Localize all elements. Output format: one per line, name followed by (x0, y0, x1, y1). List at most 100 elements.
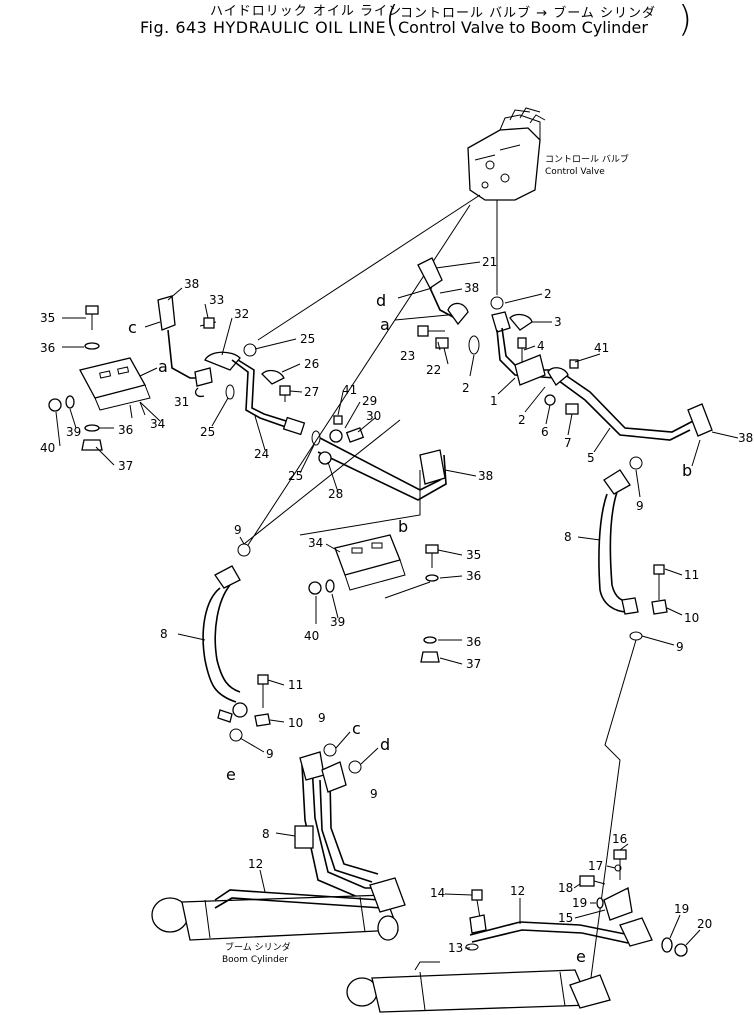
part-label-19b: 19 (674, 902, 689, 916)
bracket-left: ( (385, 0, 400, 40)
part-label-17: 17 (588, 859, 603, 873)
control-valve-caption-en: Control Valve (545, 167, 605, 177)
part-label-35b: 35 (466, 548, 481, 562)
part-label-16: 16 (612, 832, 627, 846)
part-label-7: 7 (564, 436, 572, 450)
leader-line (257, 194, 481, 341)
part-label-9e: 9 (318, 711, 326, 725)
ref-letter-e2: e (576, 947, 586, 966)
part-label-2b: 2 (462, 381, 470, 395)
part-label-9: 9 (636, 499, 644, 513)
part-label-11: 11 (684, 568, 699, 582)
part-label-12b: 12 (510, 884, 525, 898)
part-label-38d: 38 (738, 431, 753, 445)
part-label-34b: 34 (308, 536, 323, 550)
part-label-36c: 36 (466, 569, 481, 583)
part-label-37b: 37 (466, 657, 481, 671)
part-label-23: 23 (400, 349, 415, 363)
part-label-6: 6 (541, 425, 549, 439)
part-label-10b: 10 (288, 716, 303, 730)
part-label-22: 22 (426, 363, 441, 377)
ref-letter-b2: b (398, 517, 408, 536)
part-label-8b: 8 (160, 627, 168, 641)
title-jp: ハイドロリック オイル ライン (210, 4, 403, 19)
part-label-38: 38 (184, 277, 199, 291)
part-label-33: 33 (209, 293, 224, 307)
subtitle-en: Control Valve to Boom Cylinder (398, 18, 648, 37)
center-bracket-assembly (299, 470, 440, 663)
part-label-19: 19 (572, 896, 587, 910)
ref-letter-a2: a (380, 315, 390, 334)
part-label-36b: 36 (118, 423, 133, 437)
part-label-40: 40 (40, 441, 55, 455)
part-label-13: 13 (448, 941, 463, 955)
boom-cylinder-caption-en: Boom Cylinder (222, 955, 288, 965)
part-label-20: 20 (697, 917, 712, 931)
control-valve-caption-jp: コントロール バルブ (545, 153, 629, 165)
left-hose-assembly (202, 204, 471, 742)
part-label-25b: 25 (200, 425, 215, 439)
ref-letter-c: c (128, 318, 137, 337)
part-label-12: 12 (248, 857, 263, 871)
ref-letter-b: b (682, 461, 692, 480)
part-label-40b: 40 (304, 629, 319, 643)
part-label-2: 2 (544, 287, 552, 301)
part-label-37: 37 (118, 459, 133, 473)
part-label-25: 25 (300, 332, 315, 346)
part-label-26: 26 (304, 357, 319, 371)
control-valve-drawing (467, 107, 546, 201)
part-label-30: 30 (366, 409, 381, 423)
part-labels: 35 36 38 33 32 25 26 27 31 34 25 24 41 2… (40, 255, 753, 955)
bracket-right: ) (678, 0, 693, 40)
subtitle-jp: コントロール バルブ → ブーム シリンダ (400, 6, 657, 21)
part-label-38b: 38 (478, 469, 493, 483)
part-label-36d: 36 (466, 635, 481, 649)
part-label-4: 4 (537, 339, 545, 353)
part-label-27: 27 (304, 385, 319, 399)
center-hoses-assembly (294, 731, 390, 899)
part-label-11b: 11 (288, 678, 303, 692)
part-label-31: 31 (174, 395, 189, 409)
part-label-25c: 25 (288, 469, 303, 483)
part-label-9d: 9 (266, 747, 274, 761)
part-label-39b: 39 (330, 615, 345, 629)
right-hose-assembly (589, 469, 668, 986)
part-label-15: 15 (558, 911, 573, 925)
part-label-1: 1 (490, 394, 498, 408)
part-label-5: 5 (587, 451, 595, 465)
part-label-8: 8 (564, 530, 572, 544)
part-label-9f: 9 (370, 787, 378, 801)
part-label-38c: 38 (464, 281, 479, 295)
left-boom-cylinder-drawing (151, 877, 406, 941)
part-label-34: 34 (150, 417, 165, 431)
part-label-2c: 2 (518, 413, 526, 427)
part-label-36: 36 (40, 341, 55, 355)
part-label-35: 35 (40, 311, 55, 325)
ref-letter-a: a (158, 357, 168, 376)
part-label-32: 32 (234, 307, 249, 321)
part-label-9c: 9 (234, 523, 242, 537)
part-label-28: 28 (328, 487, 343, 501)
part-label-14: 14 (430, 886, 445, 900)
part-label-21: 21 (482, 255, 497, 269)
part-label-3: 3 (554, 315, 562, 329)
part-label-8c: 8 (262, 827, 270, 841)
left-upper-bracket-assembly (48, 295, 447, 501)
part-label-24: 24 (254, 447, 269, 461)
part-label-39: 39 (66, 425, 81, 439)
reference-letters: c a d a b b e c d e (128, 291, 692, 966)
part-label-10: 10 (684, 611, 699, 625)
right-boom-cylinder-drawing (346, 961, 611, 1013)
part-label-9b: 9 (676, 640, 684, 654)
ref-letter-d2: d (380, 735, 390, 754)
part-label-41b: 41 (594, 341, 609, 355)
figure-title: Fig. 643 HYDRAULIC OIL LINE (140, 18, 387, 37)
part-label-41: 41 (342, 383, 357, 397)
part-label-18: 18 (558, 881, 573, 895)
leader-lines (55, 261, 739, 949)
ref-letter-d: d (376, 291, 386, 310)
boom-cylinder-caption-jp: ブーム シリンダ (225, 941, 291, 953)
right-pipe-assembly (465, 849, 688, 957)
part-label-29: 29 (362, 394, 377, 408)
